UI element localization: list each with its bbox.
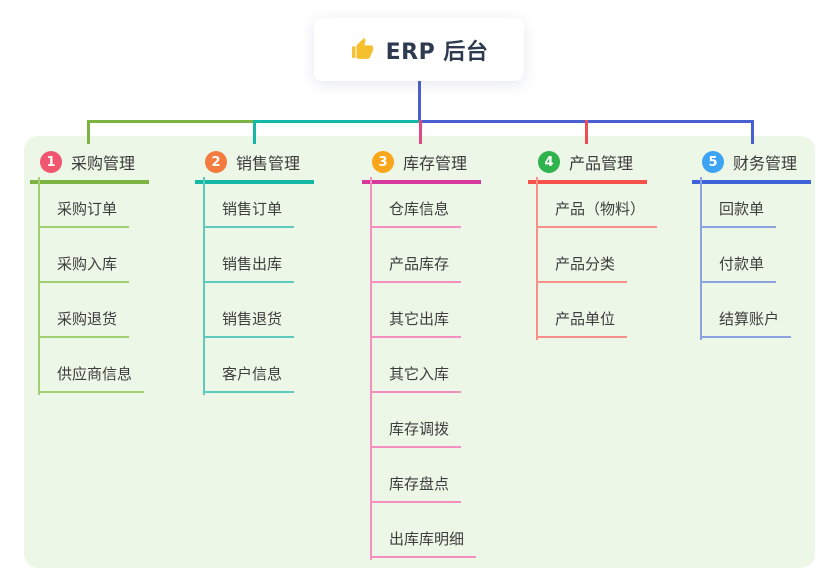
connector-segment-sales (253, 120, 419, 123)
branch-child-line (700, 177, 702, 340)
mindmap-node[interactable]: 产品分类 (536, 228, 628, 283)
branch-number-badge: 4 (538, 151, 560, 173)
mindmap-node[interactable]: 采购退货 (38, 283, 130, 338)
mindmap-node[interactable]: 产品库存 (370, 228, 462, 283)
branch-label: 产品管理 (569, 154, 634, 173)
branch-number-badge: 3 (372, 151, 394, 173)
branch-stub-purchase (87, 120, 90, 144)
mindmap-node[interactable]: 客户信息 (203, 338, 295, 393)
mindmap-node[interactable]: 结算账户 (700, 283, 792, 338)
branch-header[interactable]: 3 库存管理 (362, 150, 482, 184)
mindmap-node[interactable]: 其它入库 (370, 338, 462, 393)
branch-child-line (38, 177, 40, 395)
branch-child-line (203, 177, 205, 395)
branch-purchase: 1 采购管理 采购订单 采购入库 采购退货 供应商信息 (30, 150, 150, 395)
root-node[interactable]: ERP 后台 (314, 18, 524, 81)
branch-stub-inventory (419, 120, 422, 144)
branch-stub-finance (751, 120, 754, 144)
mindmap-node[interactable]: 销售订单 (203, 173, 295, 228)
mindmap-node[interactable]: 采购订单 (38, 173, 130, 228)
branch-header[interactable]: 5 财务管理 (692, 150, 812, 184)
branch-sales: 2 销售管理 销售订单 销售出库 销售退货 客户信息 (195, 150, 315, 395)
branch-child-line (536, 177, 538, 340)
mindmap-node[interactable]: 回款单 (700, 173, 777, 228)
mindmap-node[interactable]: 采购入库 (38, 228, 130, 283)
mindmap-node[interactable]: 出库库明细 (370, 503, 477, 558)
mindmap-node[interactable]: 供应商信息 (38, 338, 145, 393)
branch-header[interactable]: 1 采购管理 (30, 150, 150, 184)
mindmap-node[interactable]: 库存调拨 (370, 393, 462, 448)
branch-number-badge: 5 (702, 151, 724, 173)
branch-number-badge: 1 (40, 151, 62, 173)
branch-stub-product (585, 120, 588, 144)
branch-header[interactable]: 2 销售管理 (195, 150, 315, 184)
branch-header[interactable]: 4 产品管理 (528, 150, 648, 184)
branch-label: 财务管理 (733, 154, 798, 173)
mindmap-node[interactable]: 其它出库 (370, 283, 462, 338)
branch-finance: 5 财务管理 回款单 付款单 结算账户 (692, 150, 812, 340)
branch-label: 采购管理 (71, 154, 136, 173)
branch-stub-sales (253, 120, 256, 144)
branches-panel (24, 136, 815, 568)
connector-segment-purchase (87, 120, 256, 123)
thumbs-up-icon (351, 38, 373, 59)
mindmap-node[interactable]: 库存盘点 (370, 448, 462, 503)
mindmap-node[interactable]: 销售退货 (203, 283, 295, 338)
mindmap-node[interactable]: 仓库信息 (370, 173, 462, 228)
branch-label: 库存管理 (403, 154, 468, 173)
root-title: ERP 后台 (385, 39, 489, 65)
mindmap-node[interactable]: 产品单位 (536, 283, 628, 338)
mindmap-node[interactable]: 产品（物料） (536, 173, 658, 228)
mindmap-node[interactable]: 付款单 (700, 228, 777, 283)
root-connector-line (418, 81, 421, 123)
branch-inventory: 3 库存管理 仓库信息 产品库存 其它出库 其它入库 库存调拨 库存盘点 出库库… (362, 150, 482, 560)
branch-number-badge: 2 (205, 151, 227, 173)
branch-label: 销售管理 (236, 154, 301, 173)
branch-child-line (370, 177, 372, 560)
branch-product: 4 产品管理 产品（物料） 产品分类 产品单位 (528, 150, 658, 340)
mindmap-node[interactable]: 销售出库 (203, 228, 295, 283)
